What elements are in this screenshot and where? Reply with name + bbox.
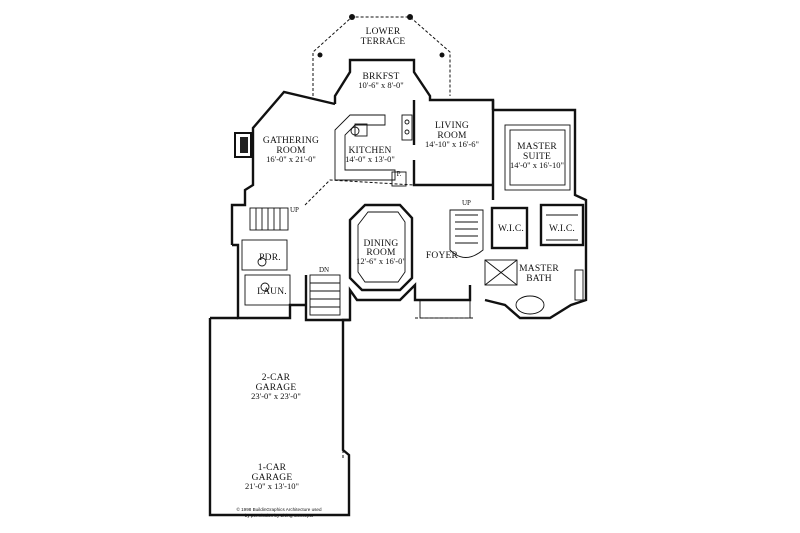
garage1-dim: 21'-0" x 13'-10" xyxy=(245,481,299,491)
stair-up-right: UP xyxy=(462,199,471,207)
stair-down: DN xyxy=(319,266,329,274)
garage2-label-1: 2-CAR xyxy=(262,373,291,383)
lower-terrace-label-1: LOWER xyxy=(366,27,401,37)
lower-terrace-label-2: TERRACE xyxy=(361,37,406,47)
master-bath-label-2: BATH xyxy=(526,274,552,284)
laun-label: LAUN. xyxy=(257,287,287,297)
pantry-mark: P. xyxy=(397,170,402,178)
dining-room-label-1: DINING xyxy=(364,239,399,249)
room-labels: LOWER TERRACE BRKFST 10'-6" x 8'-0" GATH… xyxy=(236,27,575,518)
pdr-label: PDR. xyxy=(259,253,281,263)
lower-terrace xyxy=(312,14,451,96)
interior-walls xyxy=(241,100,585,460)
wic-right-label: W.I.C. xyxy=(549,224,575,234)
kitchen-label: KITCHEN xyxy=(348,146,391,156)
master-suite-label-2: SUITE xyxy=(523,152,551,162)
master-suite-label-1: MASTER xyxy=(517,142,557,152)
wic-left-label: W.I.C. xyxy=(498,224,524,234)
exterior-walls xyxy=(208,58,588,517)
living-room-label-1: LIVING xyxy=(435,121,469,131)
gathering-room-dim: 16'-0" x 21'-0" xyxy=(266,154,316,164)
brkfst-label: BRKFST xyxy=(362,72,399,82)
garage1-label-1: 1-CAR xyxy=(258,463,287,473)
living-room-label-2: ROOM xyxy=(437,131,467,141)
foyer-label: FOYER xyxy=(426,251,459,261)
living-room-dim: 14'-10" x 16'-6" xyxy=(425,139,479,149)
copyright-line-1: © 1998 BuildinGraphics Architecture used xyxy=(236,506,322,512)
garage1-label-2: GARAGE xyxy=(252,473,293,483)
brkfst-dim: 10'-6" x 8'-0" xyxy=(358,80,403,90)
stair-up-left: UP xyxy=(290,206,299,214)
gathering-room-label-1: GATHERING xyxy=(263,136,319,146)
gathering-room-label-2: ROOM xyxy=(276,146,306,156)
dining-room-label-2: ROOM xyxy=(366,248,396,258)
copyright-line-2: by permission by Living Concepts xyxy=(245,513,314,518)
master-bath-label-1: MASTER xyxy=(519,264,559,274)
kitchen-fixtures xyxy=(334,114,413,187)
master-suite-dim: 14'-0" x 16'-10" xyxy=(510,160,564,170)
dining-room-dim: 12'-6" x 16'-0" xyxy=(356,256,406,266)
garage2-dim: 23'-0" x 23'-0" xyxy=(251,391,301,401)
kitchen-dim: 14'-0" x 13'-0" xyxy=(345,154,395,164)
fireplace xyxy=(234,132,252,158)
garage2-label-2: GARAGE xyxy=(256,383,297,393)
